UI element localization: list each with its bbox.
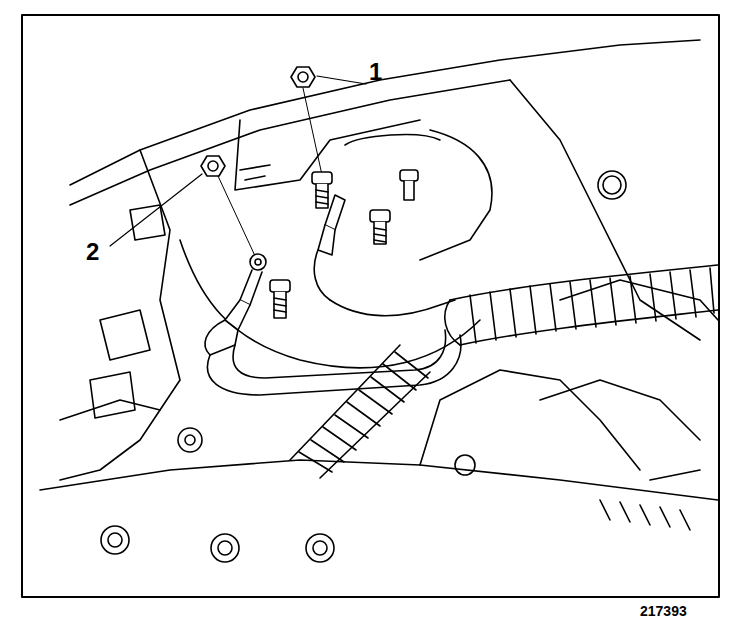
callout-number: 1 [369,60,382,84]
callout-number: 2 [86,240,99,264]
figure-number: 217393 [640,604,687,618]
